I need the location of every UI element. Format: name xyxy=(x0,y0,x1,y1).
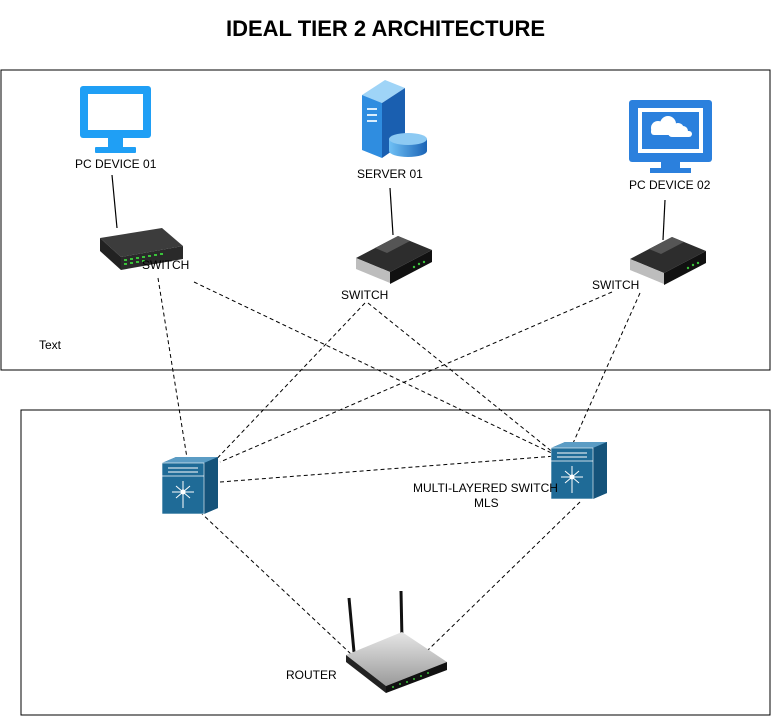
switch-03-label: SWITCH xyxy=(592,278,640,292)
link-mls1-mls2 xyxy=(219,455,557,483)
server-01-icon[interactable] xyxy=(362,80,427,158)
diagram-title: IDEAL TIER 2 ARCHITECTURE xyxy=(225,16,546,41)
switch-02-icon[interactable] xyxy=(356,236,432,284)
pc-device-01-monitor-icon[interactable] xyxy=(80,86,151,153)
switch-03-icon[interactable] xyxy=(630,237,706,285)
multilayer-switch-02-icon[interactable] xyxy=(550,442,607,500)
upper-tier-container xyxy=(0,69,771,371)
text-placeholder-label: Text xyxy=(39,338,62,352)
link-pc2-switch3 xyxy=(662,199,666,241)
mls-label-line1: MULTI-LAYERED SWITCH xyxy=(413,481,558,495)
multilayer-switch-01-icon[interactable] xyxy=(161,457,218,515)
pc-device-02-cloud-monitor-icon[interactable] xyxy=(629,100,712,173)
switch-01-icon[interactable] xyxy=(100,228,183,270)
lower-tier-container xyxy=(20,409,771,716)
link-switch2-mls2 xyxy=(367,302,566,463)
router-label: ROUTER xyxy=(286,668,337,682)
switch-01-label: SWITCH xyxy=(142,258,190,272)
link-mls2-router xyxy=(427,501,581,651)
mls-label-line2: MLS xyxy=(474,496,499,510)
link-server-switch2 xyxy=(389,187,394,236)
link-switch1-mls1 xyxy=(157,277,188,459)
server-01-label: SERVER 01 xyxy=(357,167,423,181)
link-switch3-mls2 xyxy=(569,292,641,451)
router-icon[interactable] xyxy=(346,590,447,693)
pc-device-02-label: PC DEVICE 02 xyxy=(629,178,711,192)
link-switch3-mls1 xyxy=(219,291,613,463)
link-pc1-switch1 xyxy=(111,174,118,229)
pc-device-01-label: PC DEVICE 01 xyxy=(75,157,157,171)
link-switch1-mls2 xyxy=(193,281,563,459)
link-mls1-router xyxy=(199,511,353,656)
switch-02-label: SWITCH xyxy=(341,288,389,302)
link-switch2-mls1 xyxy=(207,302,366,469)
